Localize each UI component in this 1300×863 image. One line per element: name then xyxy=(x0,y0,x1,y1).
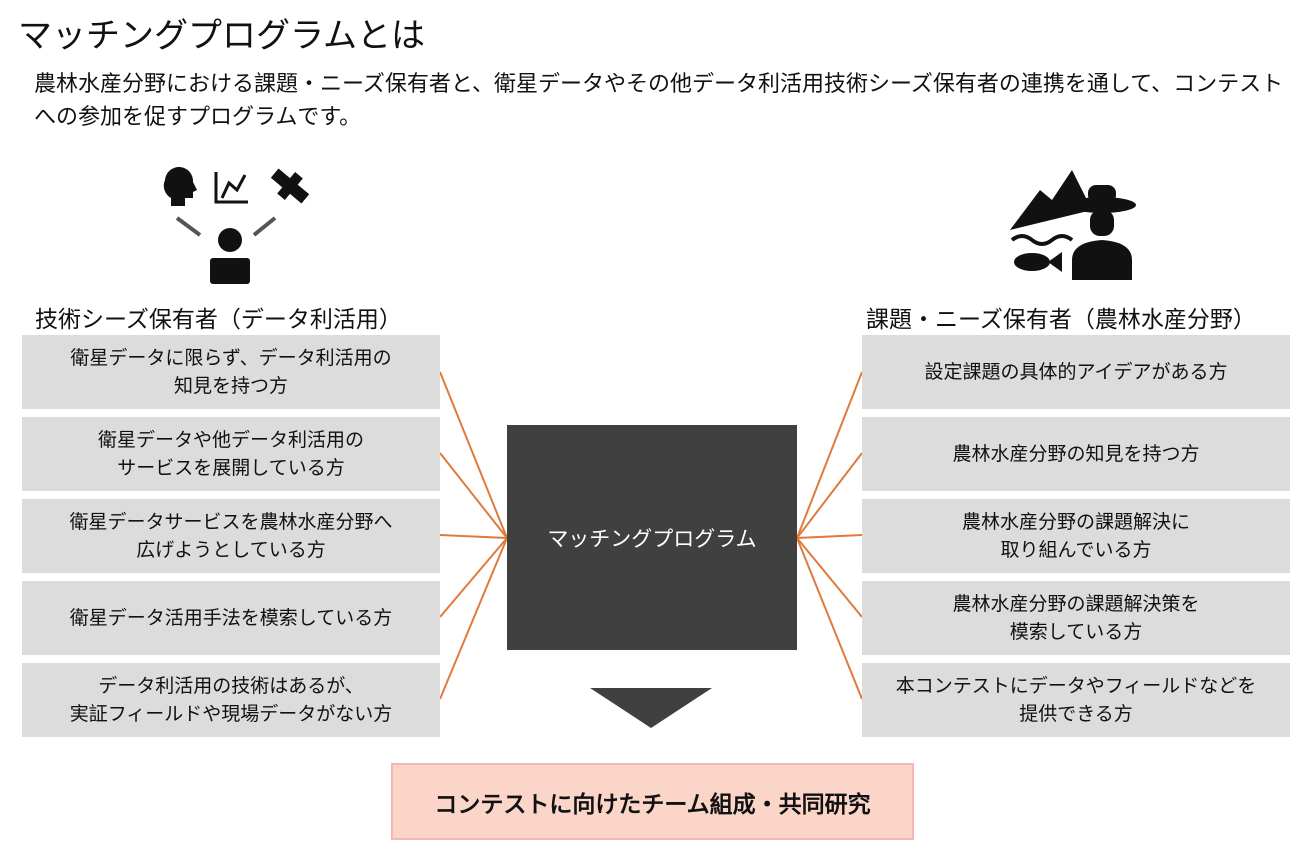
person-icon xyxy=(218,228,242,252)
mountain-icon xyxy=(1010,170,1092,230)
tech-seeds-icon xyxy=(163,166,310,284)
tech-seeds-item: データ利活用の技術はあるが、 実証フィールドや現場データがない方 xyxy=(22,663,440,737)
result-box: コンテストに向けたチーム組成・共同研究 xyxy=(391,763,914,840)
connector-line xyxy=(796,452,863,539)
brain-head-icon xyxy=(163,166,197,206)
connector-line xyxy=(796,537,863,700)
tech-seeds-item: 衛星データや他データ利活用の サービスを展開している方 xyxy=(22,417,440,491)
needs-holders-item: 設定課題の具体的アイデアがある方 xyxy=(862,335,1290,409)
connector-line xyxy=(796,371,863,539)
matching-program-box: マッチングプログラム xyxy=(507,425,797,650)
tech-seeds-item: 衛星データに限らず、データ利活用の 知見を持つ方 xyxy=(22,335,440,409)
satellite-icon xyxy=(270,168,310,204)
needs-holders-item: 農林水産分野の課題解決に 取り組んでいる方 xyxy=(862,499,1290,573)
farmer-hat-icon xyxy=(1068,197,1136,213)
chart-icon xyxy=(214,172,248,204)
connector-line xyxy=(439,534,508,539)
connector-line xyxy=(796,537,863,618)
needs-holders-heading: 課題・ニーズ保有者（農林水産分野） xyxy=(866,307,1256,333)
needs-holders-item: 農林水産分野の知見を持つ方 xyxy=(862,417,1290,491)
page-title: マッチングプログラムとは xyxy=(18,16,425,56)
intro-text: 農林水産分野における課題・ニーズ保有者と、衛星データやその他データ利活用技術シー… xyxy=(34,72,1284,130)
connector-line xyxy=(439,537,508,618)
needs-holders-item: 本コンテストにデータやフィールドなどを 提供できる方 xyxy=(862,663,1290,737)
down-arrow-icon xyxy=(590,688,712,728)
connector-line xyxy=(439,452,508,539)
tech-seeds-item: 衛星データ活用手法を模索している方 xyxy=(22,581,440,655)
connector-line xyxy=(439,371,508,539)
tech-seeds-item: 衛星データサービスを農林水産分野へ 広げようとしている方 xyxy=(22,499,440,573)
connector-line xyxy=(439,537,508,700)
tech-seeds-heading: 技術シーズ保有者（データ利活用） xyxy=(35,307,402,333)
needs-holders-item: 農林水産分野の課題解決策を 模索している方 xyxy=(862,581,1290,655)
connector-line xyxy=(796,534,863,539)
agriculture-fishery-icon xyxy=(1010,170,1136,280)
fish-icon xyxy=(1014,253,1050,271)
